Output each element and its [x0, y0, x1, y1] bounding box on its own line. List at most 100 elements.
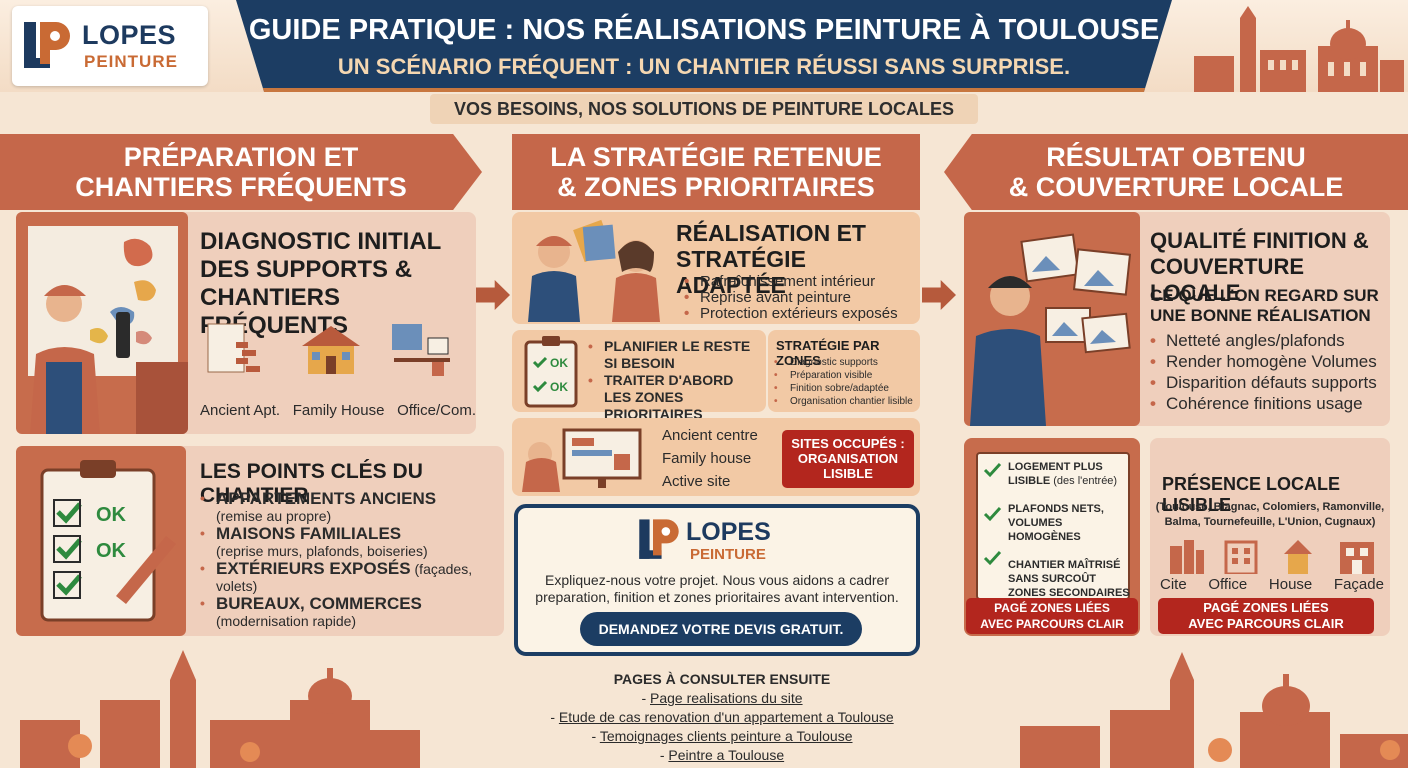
list-item: Finition sobre/adaptée [774, 382, 913, 395]
list-item: TRAITER D'ABORD LES ZONES PRIORITAIRES [588, 372, 760, 423]
list-item: Family house [662, 450, 752, 467]
badge-line: SITES OCCUPÉS : [791, 436, 905, 451]
presence-title: PRÉSENCE LOCALE LISIBLE [1162, 474, 1341, 515]
related-pages-title: PAGES À CONSULTER ENSUITE [613, 671, 831, 687]
related-pages: PAGES À CONSULTER ENSUITE - Page realisa… [524, 670, 920, 765]
list-item-head: MAISONS FAMILIALES [216, 524, 402, 543]
diagnostic-title-line: DIAGNOSTIC INITIAL [200, 228, 442, 255]
zones-liees-badge[interactable]: PAGÉ ZONES LIÉES AVEC PARCOURS CLAIR [966, 598, 1138, 634]
qualite-card: QUALITÉ FINITION & COUVERTURE LOCALE CE … [964, 212, 1390, 426]
column-header-preparation: PRÉPARATION ET CHANTIERS FRÉQUENTS [0, 134, 482, 210]
related-page-item: - Page realisations du site [641, 690, 803, 706]
related-page-link[interactable]: Peintre a Toulouse [668, 747, 785, 763]
clipboard-icon [40, 460, 176, 622]
qualite-subtitle-line: CE QUE L'ON REGARD SUR [1150, 286, 1379, 305]
sites-occupes-badge: SITES OCCUPÉS : ORGANISATION LISIBLE [782, 430, 914, 488]
icon-label: Family House [292, 402, 385, 419]
related-page-link[interactable]: Etude de cas renovation d'un appartement… [558, 709, 894, 725]
qualite-subtitle-line: UNE BONNE RÉALISATION [1150, 306, 1371, 325]
diagnostic-title-line: CHANTIERS FRÉQUENTS [200, 284, 349, 339]
location-icons [1170, 540, 1374, 574]
list-item: Préparation visible [774, 369, 913, 382]
column-header-line: LA STRATÉGIE RETENUE [550, 142, 882, 172]
checklist-icon [524, 336, 578, 408]
city-icon [1170, 540, 1204, 574]
list-item-detail: (remise au propre) [216, 508, 332, 524]
list-item-detail: (reprise murs, plafonds, boiseries) [216, 543, 428, 559]
column-header-strategie: LA STRATÉGIE RETENUE & ZONES PRIORITAIRE… [512, 134, 920, 210]
list-item: BUREAUX, COMMERCES(modernisation rapide) [200, 595, 500, 630]
painter-wall-icon [28, 226, 188, 434]
list-item: PLANIFIER LE RESTE SI BESOIN [588, 338, 760, 372]
list-item: Organisation chantier lisible [774, 395, 913, 408]
related-page-link[interactable]: Temoignages clients peinture a Toulouse [599, 728, 853, 744]
qualite-title-line: COUVERTURE LOCALE [1150, 254, 1305, 305]
checklist-line: CHANTIER MAÎTRISÉ [1008, 559, 1121, 571]
brand-subtitle: PEINTURE [84, 52, 178, 71]
cta-brand-subtitle: PEINTURE [690, 546, 766, 563]
ok-label: OK [96, 504, 126, 526]
column-header-line: PRÉPARATION ET [123, 142, 359, 172]
list-item: MAISONS FAMILIALES(reprise murs, plafond… [200, 525, 500, 560]
list-item-head: EXTÉRIEURS EXPOSÉS [216, 559, 411, 578]
diagnostic-icon-labels: Ancient Apt. Family House Office/Com. [200, 402, 476, 419]
arrow-right-icon [476, 280, 510, 310]
list-item-head: APPARTEMENTS ANCIENS [216, 489, 437, 508]
painter-illustration [16, 212, 188, 434]
checklist-item: CHANTIER MAÎTRISÉ SANS SURCOÛT ZONES SECON… [1008, 558, 1132, 600]
devis-gratuit-button[interactable]: DEMANDEZ VOTRE DEVIS GRATUIT. [580, 612, 862, 646]
checklist-line: SANS SURCOÛT [1008, 573, 1097, 585]
photos-illustration [964, 212, 1140, 426]
presence-cities: (Toulouse, Blagnac, Colomiers, Ramonvill… [1154, 500, 1386, 530]
related-page-item: - Temoignages clients peinture a Toulous… [591, 728, 853, 744]
brand-logo[interactable]: LOPES PEINTURE [12, 6, 208, 86]
list-item: Rafraîchissement intérieur [684, 274, 898, 291]
planifier-list: PLANIFIER LE RESTE SI BESOIN TRAITER D'A… [588, 338, 760, 423]
location-label: Office [1208, 576, 1248, 593]
clipboard-illustration: OK OK [16, 446, 186, 636]
badge-line: ORGANISATION LISIBLE [797, 451, 899, 481]
ancient-apartment-icon [207, 323, 260, 373]
points-cles-card: OK OK LES POINTS CLÉS DU CHANTIER APPART… [16, 446, 504, 636]
location-labels: Cite Office House Façade [1160, 576, 1384, 593]
checklist-item: PLAFONDS NETS,VOLUMES HOMOGÈNES [1008, 502, 1132, 544]
checklist-line: ZONES SECONDAIRES [1008, 587, 1130, 599]
presence-card: PRÉSENCE LOCALE LISIBLE (Toulouse, Blagn… [1150, 438, 1390, 636]
related-page-link[interactable]: Page realisations du site [650, 690, 803, 706]
page-subtitle: UN SCÉNARIO FRÉQUENT : UN CHANTIER RÉUSS… [337, 54, 1071, 79]
list-item: Disparition défauts supports [1150, 372, 1377, 393]
cta-text: Expliquez-nous votre projet. Nous vous a… [535, 572, 899, 605]
list-item: Diagnostic supports [774, 356, 913, 369]
list-item: EXTÉRIEURS EXPOSÉS (façades, volets) [200, 560, 500, 595]
list-item: Reprise avant peinture [684, 290, 898, 307]
strategie-zones-card: STRATÉGIE PAR ZONES Diagnostic supports … [768, 330, 920, 412]
cta-card: LOPES PEINTURE Expliquez-nous votre proj… [514, 504, 920, 656]
diagnostic-title-line: DES SUPPORTS & [200, 256, 413, 283]
qualite-title: QUALITÉ FINITION & COUVERTURE LOCALE [1150, 228, 1390, 306]
sites-list: Ancient centre Family house Active site [662, 424, 758, 493]
toulouse-skyline-top-icon [1194, 6, 1404, 92]
location-label: House [1268, 576, 1313, 593]
list-item: Protection extérieurs exposés [684, 306, 898, 323]
column-header-line: RÉSULTAT OBTENU [1046, 142, 1306, 172]
related-page-item: - Etude de cas renovation d'un apparteme… [550, 709, 894, 725]
realisation-title-line: RÉALISATION ET [676, 220, 866, 246]
list-item: Ancient centre [662, 427, 758, 444]
diagnostic-title: DIAGNOSTIC INITIAL DES SUPPORTS & CHANTI… [200, 228, 476, 340]
toulouse-skyline-right-icon [1020, 652, 1408, 768]
list-item: Cohérence finitions usage [1150, 393, 1377, 414]
ok-label: OK [550, 356, 568, 370]
qualite-list: Netteté angles/plafonds Render homogène … [1150, 330, 1377, 414]
cities-line: (Toulouse, Blagnac, Colomiers, Ramonvill… [1155, 501, 1385, 513]
list-item-detail: (modernisation rapide) [216, 613, 357, 629]
checklist-line: (des l'entrée) [1053, 475, 1118, 487]
zones-liees-badge[interactable]: PAGÉ ZONES LIÉES AVEC PARCOURS CLAIR [1158, 598, 1374, 634]
points-cles-list: APPARTEMENTS ANCIENS(remise au propre) M… [200, 490, 500, 630]
location-label: Façade [1333, 576, 1384, 593]
badge-line: PAGÉ ZONES LIÉES [1203, 600, 1329, 615]
site-planning-icon [522, 428, 642, 492]
cta-brand-title: LOPES [686, 518, 771, 546]
badge-line: PAGÉ ZONES LIÉES [994, 601, 1110, 615]
